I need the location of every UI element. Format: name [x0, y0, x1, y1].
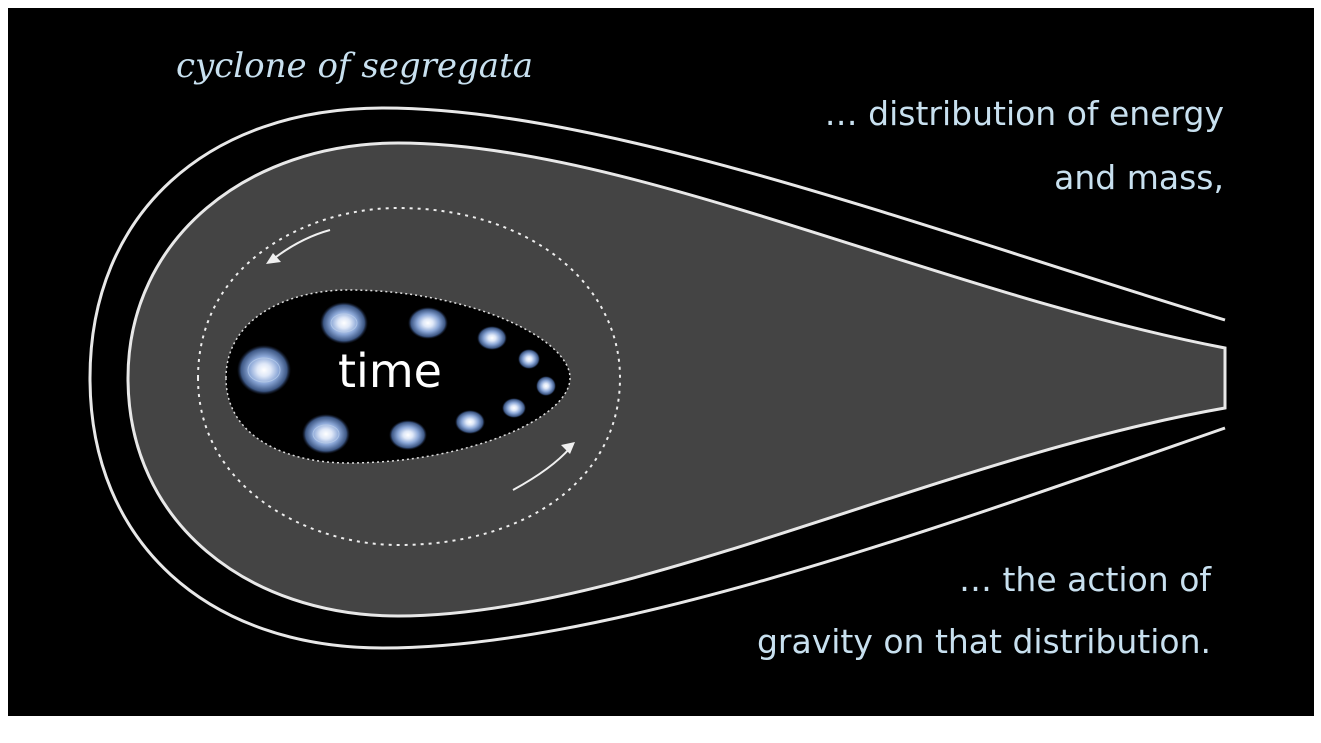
gravity-caption-line2: gravity on that distribution.	[757, 622, 1211, 661]
galaxy-icon	[320, 302, 368, 344]
gravity-caption-line1: … the action of	[959, 560, 1211, 599]
galaxy-icon	[455, 410, 485, 434]
energy-mass-caption-line2: and mass,	[1054, 158, 1224, 197]
energy-mass-caption-line1: … distribution of energy	[825, 94, 1224, 133]
galaxy-icon	[477, 326, 507, 350]
slide: cyclone of segregata … distribution of e…	[8, 8, 1314, 716]
galaxy-icon	[518, 349, 540, 369]
galaxy-icon	[389, 420, 427, 450]
time-label: time	[338, 344, 442, 398]
diagram-title: cyclone of segregata	[176, 46, 533, 86]
galaxy-icon	[408, 307, 448, 339]
galaxy-icon	[302, 414, 350, 454]
galaxy-icon	[237, 345, 291, 395]
galaxy-icon	[536, 376, 556, 396]
galaxy-icon	[502, 398, 526, 418]
